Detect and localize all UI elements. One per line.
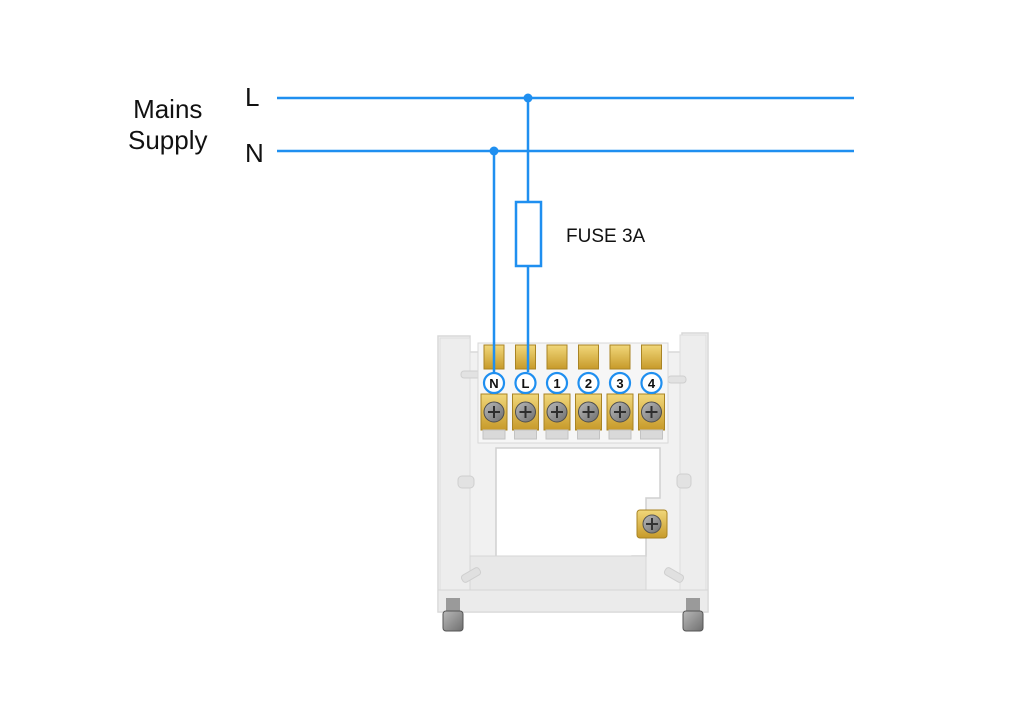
mains-supply-line1: Mains [133,94,203,124]
mains-supply-label: Mains Supply [128,94,208,156]
terminal-label-circle [608,371,632,395]
terminal-label-circle [514,371,537,395]
fuse-symbol [514,200,543,268]
terminal-1: 1 [543,344,571,440]
terminal-label: 1 [553,376,560,391]
terminal-label: 4 [648,376,656,391]
terminal-3: 3 [606,344,634,440]
terminal-clamp [609,344,631,370]
terminals: N L 1 2 3 4 [480,344,665,440]
terminal-label-circle [545,371,569,395]
terminal-clamp [578,344,599,370]
fuse-label: FUSE 3A [566,226,646,247]
terminal-clamp [641,344,662,370]
terminal-4: 4 [638,344,665,440]
terminal-clamp [546,344,568,370]
live-conductor-label: L [245,82,260,112]
terminal-label-circle [482,371,506,395]
wires [277,93,854,372]
neutral-conductor-label: N [245,138,264,168]
terminal-2: 2 [575,344,602,440]
terminal-label-circle [577,371,600,395]
terminal-clamp [515,344,536,370]
terminal-label-circle [640,371,663,395]
terminal-l: L [512,344,539,440]
terminal-label: 2 [585,376,592,391]
mains-supply-line2: Supply [128,125,208,155]
terminal-block [477,342,669,444]
terminal-n: N [480,344,508,440]
terminal-label: N [489,376,498,391]
terminal-label: 3 [616,376,623,391]
terminal-label: L [522,376,530,391]
